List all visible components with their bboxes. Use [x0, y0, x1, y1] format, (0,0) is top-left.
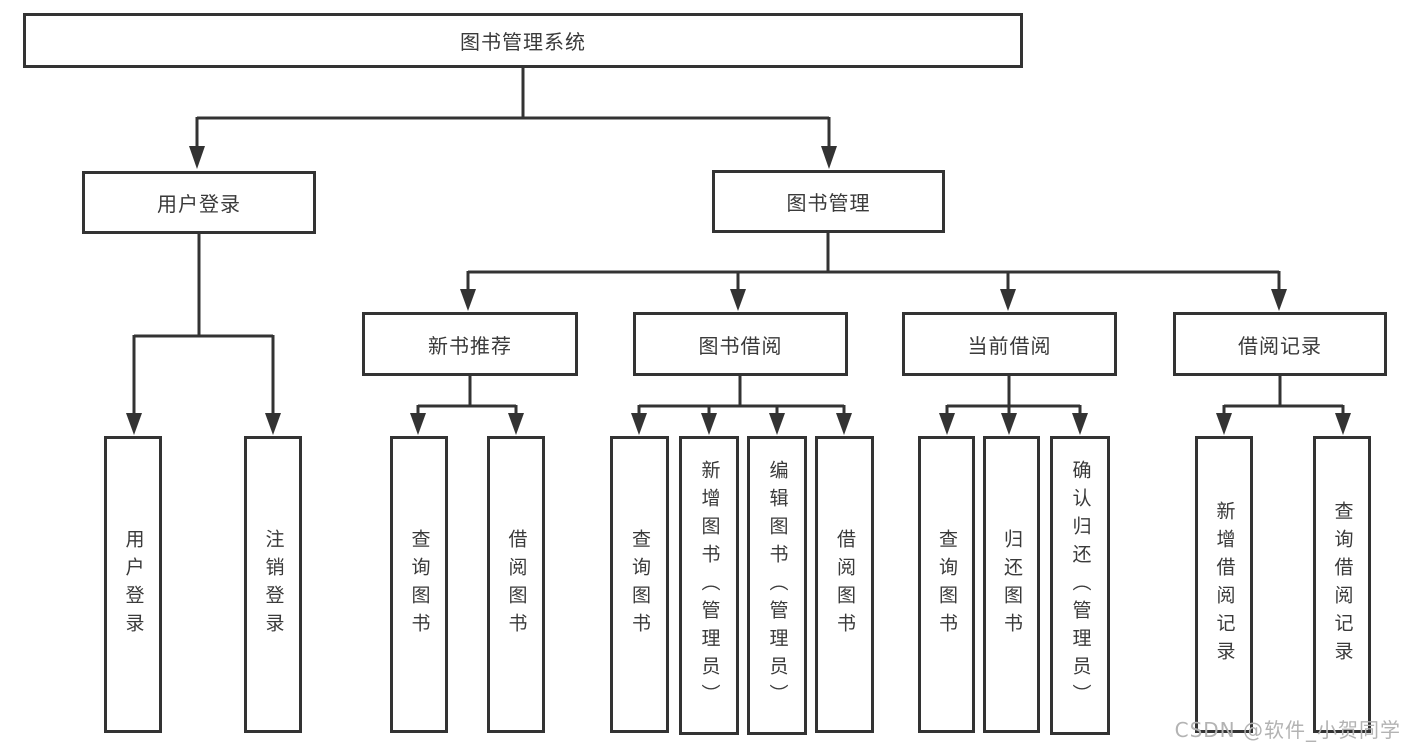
leaf-return-books-label: 归还图书	[1001, 528, 1023, 641]
node-borrowing-records-label: 借阅记录	[1238, 333, 1322, 358]
leaf-search-borrow-record: 查询借阅记录	[1313, 436, 1371, 733]
node-book-borrowing-label: 图书借阅	[698, 333, 783, 358]
leaf-add-books-admin-label: 新增图书（管理员）	[698, 459, 721, 712]
leaf-borrow-books-borrowing: 借阅图书	[815, 436, 874, 733]
arrowheads	[126, 146, 1351, 435]
node-new-book-recommendation-label: 新书推荐	[428, 333, 512, 358]
node-current-borrowing-label: 当前借阅	[967, 333, 1052, 358]
node-library-system-label: 图书管理系统	[460, 30, 586, 54]
leaf-add-borrow-record-label: 新增借阅记录	[1213, 500, 1236, 669]
leaf-user-login: 用户登录	[104, 436, 162, 733]
node-book-management-label: 图书管理	[786, 191, 871, 215]
leaf-add-borrow-record: 新增借阅记录	[1195, 436, 1253, 733]
node-book-management: 图书管理	[712, 170, 945, 233]
leaf-edit-books-admin: 编辑图书（管理员）	[747, 436, 807, 735]
leaf-borrow-books-borrowing-label: 借阅图书	[834, 528, 856, 641]
leaf-edit-books-admin-label: 编辑图书（管理员）	[766, 459, 789, 712]
node-current-borrowing: 当前借阅	[902, 312, 1117, 376]
leaf-confirm-return-admin-label: 确认归还（管理员）	[1069, 459, 1092, 712]
leaf-logout-label: 注销登录	[262, 528, 285, 641]
leaf-search-books-borrowing: 查询图书	[610, 436, 669, 733]
watermark: CSDN @软件_小贺同学	[1174, 718, 1401, 742]
leaf-logout: 注销登录	[244, 436, 302, 733]
leaf-search-books-current-label: 查询图书	[936, 528, 958, 641]
node-user-login: 用户登录	[82, 171, 316, 234]
leaf-search-borrow-record-label: 查询借阅记录	[1331, 500, 1354, 669]
node-library-system: 图书管理系统	[23, 13, 1023, 68]
node-book-borrowing: 图书借阅	[633, 312, 848, 376]
leaf-user-login-label: 用户登录	[122, 528, 145, 641]
leaf-borrow-books-recommend: 借阅图书	[487, 436, 545, 733]
node-new-book-recommendation: 新书推荐	[362, 312, 578, 376]
leaf-search-books-recommend: 查询图书	[390, 436, 448, 733]
node-user-login-label: 用户登录	[157, 192, 241, 216]
leaf-borrow-books-recommend-label: 借阅图书	[505, 528, 528, 641]
node-borrowing-records: 借阅记录	[1173, 312, 1387, 376]
leaf-confirm-return-admin: 确认归还（管理员）	[1050, 436, 1110, 735]
leaf-search-books-recommend-label: 查询图书	[408, 528, 431, 641]
leaf-return-books: 归还图书	[983, 436, 1040, 733]
leaf-add-books-admin: 新增图书（管理员）	[679, 436, 739, 735]
leaf-search-books-current: 查询图书	[918, 436, 975, 733]
leaf-search-books-borrowing-label: 查询图书	[629, 528, 651, 641]
